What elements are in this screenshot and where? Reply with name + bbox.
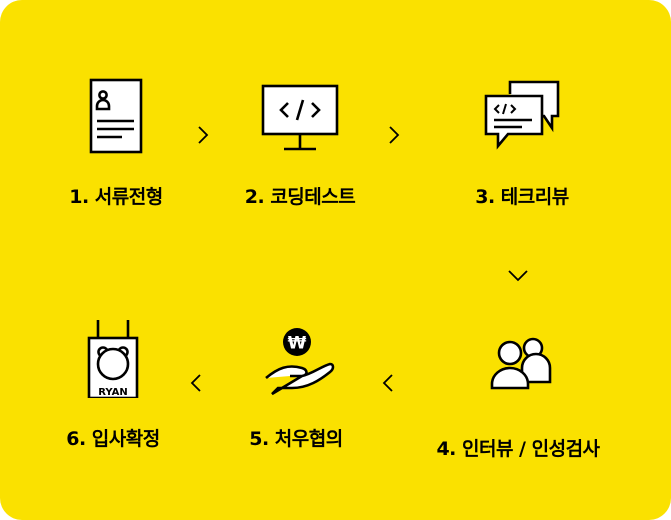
- chevron-down-icon: [508, 270, 528, 282]
- step-4: 4. 인터뷰 / 인성검사: [418, 328, 618, 461]
- step-3-label: 3. 테크리뷰: [475, 186, 569, 208]
- hand-won-icon: ₩: [265, 328, 335, 396]
- step-3: 3. 테크리뷰: [422, 76, 622, 209]
- step-4-label: 4. 인터뷰 / 인성검사: [436, 438, 600, 460]
- chevron-right-icon: [389, 126, 400, 144]
- id-badge-icon: RYAN: [87, 320, 139, 398]
- won-symbol: ₩: [288, 334, 307, 354]
- monitor-code-icon: [261, 84, 339, 151]
- step-2: 2. 코딩테스트: [200, 76, 400, 209]
- chevron-right-icon: [198, 126, 209, 144]
- step-6: RYAN 6. 입사확정: [13, 318, 213, 451]
- chevron-left-icon: [382, 374, 393, 392]
- chat-code-icon: [484, 80, 560, 150]
- step-6-label: 6. 입사확정: [66, 428, 160, 450]
- step-5-label: 5. 처우협의: [249, 428, 343, 450]
- step-1: 1. 서류전형: [16, 76, 216, 209]
- people-icon: [490, 337, 552, 390]
- step-5: ₩ 5. 처우협의: [196, 318, 396, 451]
- step-1-label: 1. 서류전형: [69, 186, 163, 208]
- resume-icon: [89, 78, 143, 154]
- badge-text: RYAN: [98, 387, 128, 398]
- step-2-label: 2. 코딩테스트: [244, 186, 356, 208]
- chevron-left-icon: [190, 374, 201, 392]
